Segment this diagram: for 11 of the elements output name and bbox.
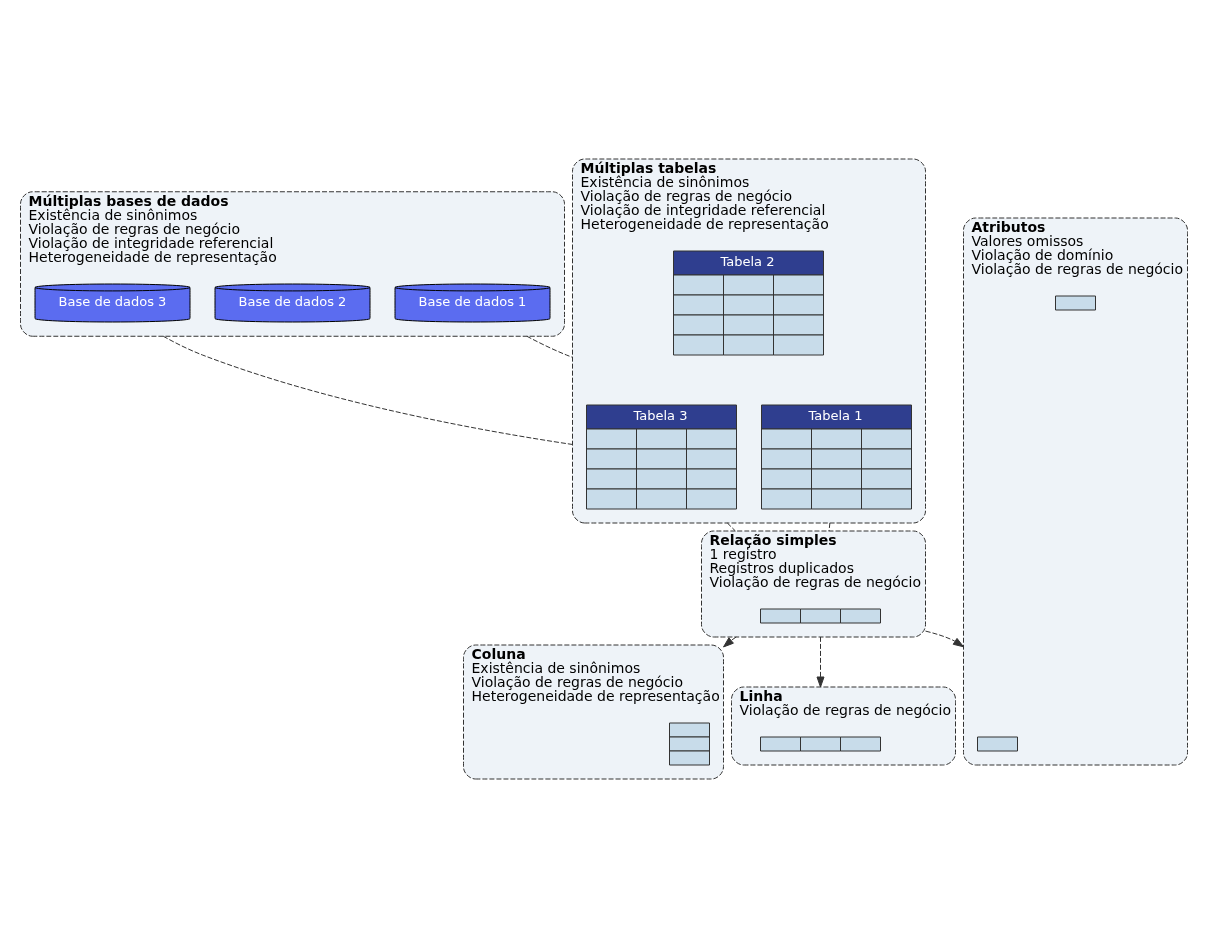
arrow (925, 630, 964, 648)
cluster: Linha Violação de regras de negócio (731, 686, 956, 766)
arrow (816, 636, 825, 688)
connector (162, 335, 573, 445)
cluster: Atributos Valores omissos Violação de domínio Violação de regras de negócio (963, 217, 1188, 766)
connector (828, 522, 831, 532)
connector (726, 522, 736, 532)
arrow (723, 636, 737, 648)
cluster: Relação simples 1 registro Registros duplicados Violação de regras de negócio (701, 530, 926, 638)
cluster: Coluna Existência de sinônimos Violação de regras de negócio Heterogeneidade de representação (463, 644, 724, 780)
connector (526, 335, 573, 358)
